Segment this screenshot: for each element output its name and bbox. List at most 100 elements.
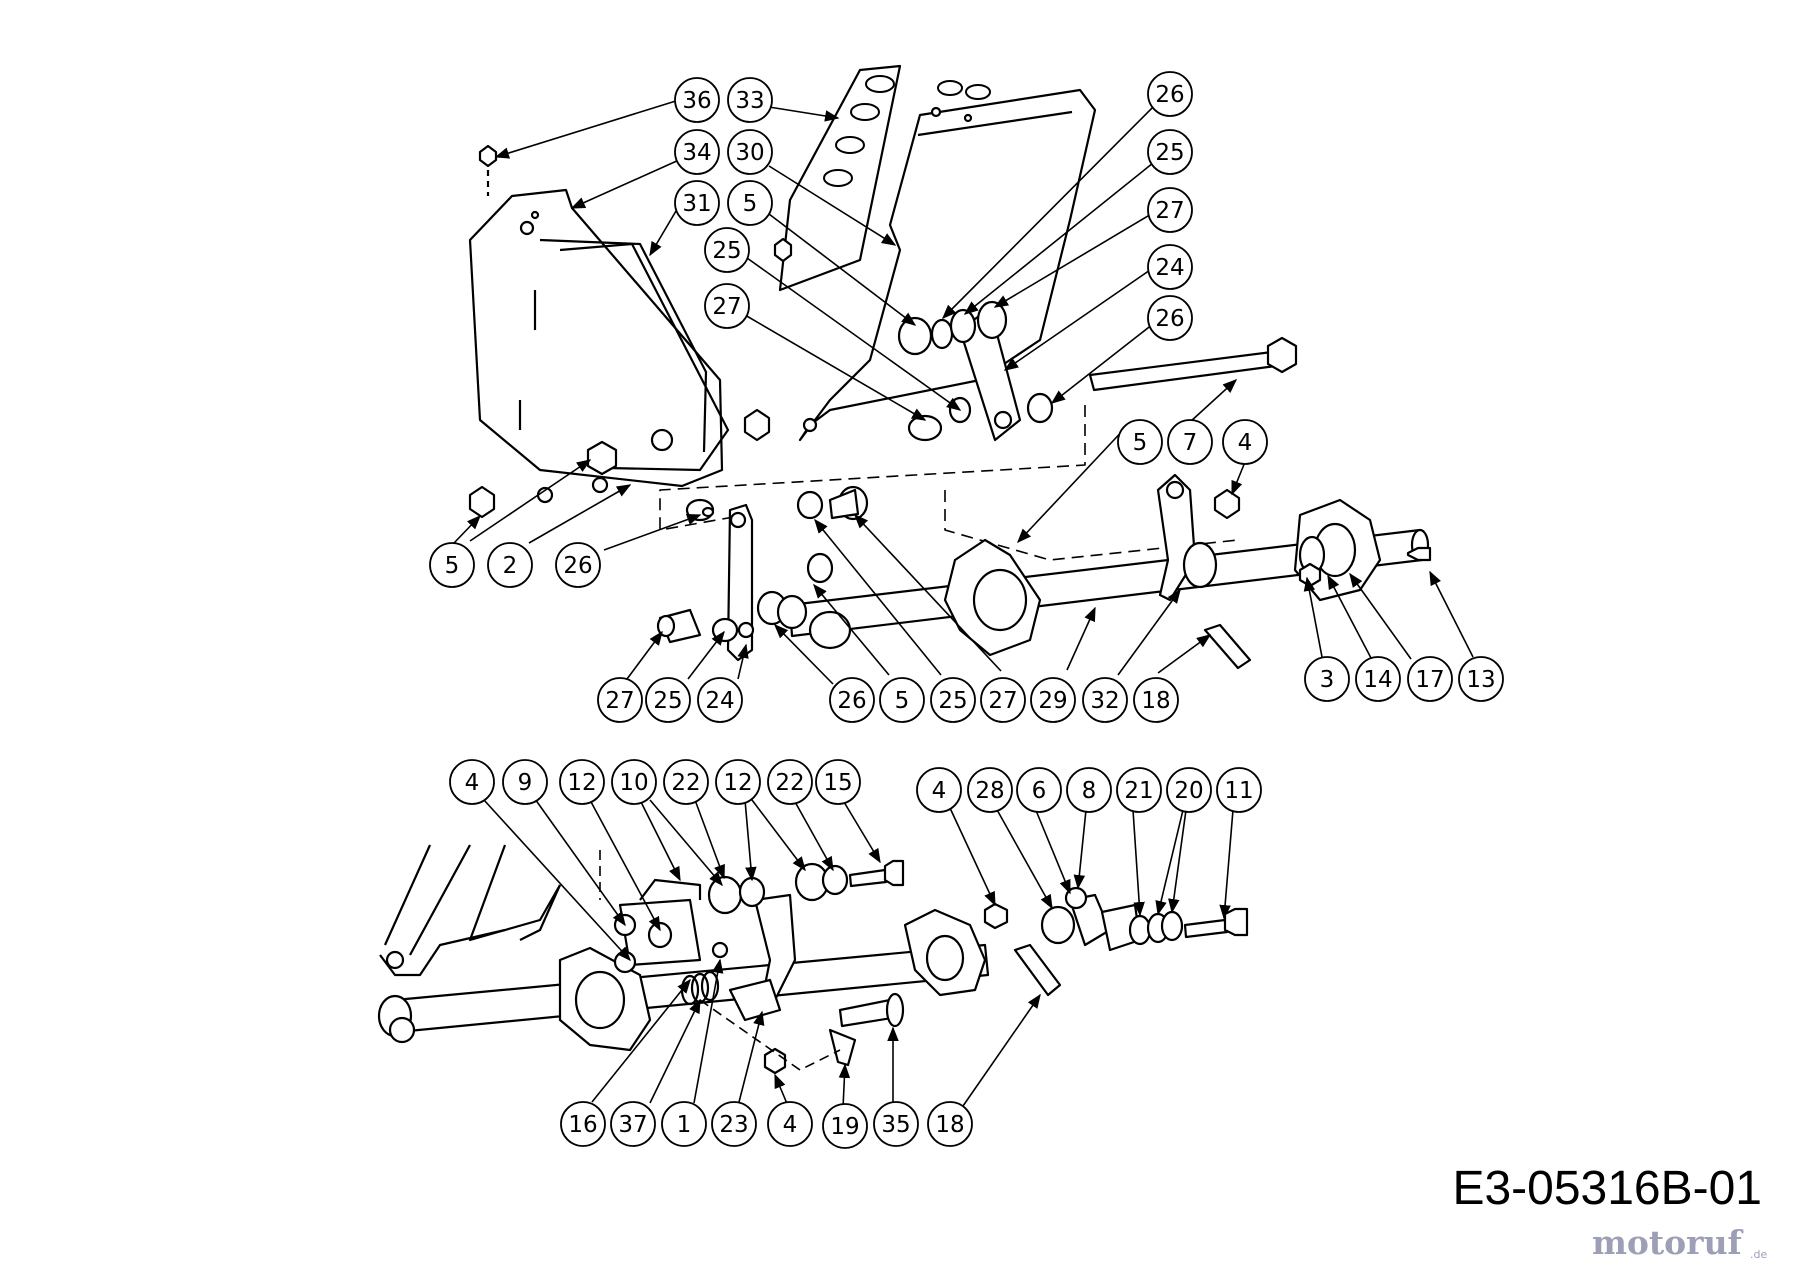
- callout-circle: [1030, 677, 1076, 723]
- callout-lower-8: 8: [1066, 767, 1112, 813]
- callout-circle: [674, 180, 720, 226]
- callout-lower-6: 6: [1016, 767, 1062, 813]
- watermark-text: motoruf: [1592, 1223, 1744, 1262]
- callout-number: 32: [1090, 688, 1119, 714]
- callout-circle: [916, 767, 962, 813]
- callout-circle: [1133, 677, 1179, 723]
- callout-circle: [661, 1101, 707, 1147]
- callout-circle: [559, 759, 605, 805]
- callout-number: 31: [682, 191, 711, 217]
- callout-circle: [767, 759, 813, 805]
- callout-circle: [927, 1101, 973, 1147]
- callout-number: 15: [823, 770, 852, 796]
- lower-assembly-drawing: [377, 844, 1249, 1075]
- callout-circle: [715, 759, 761, 805]
- callout-number: 29: [1038, 688, 1067, 714]
- callout-circle: [1147, 295, 1193, 341]
- callout-number: 4: [465, 770, 480, 796]
- callout-circle: [1167, 419, 1213, 465]
- callout-number: 24: [705, 688, 734, 714]
- callout-upper-25: 25: [704, 227, 750, 273]
- callout-number: 21: [1124, 778, 1153, 804]
- callout-upper-27: 27: [597, 677, 643, 723]
- callout-number: 5: [743, 191, 758, 217]
- callout-number: 37: [618, 1112, 647, 1138]
- upper-leader-lines: [453, 99, 1474, 685]
- watermark-suffix: .de: [1750, 1248, 1767, 1261]
- callout-upper-27: 27: [980, 677, 1026, 723]
- callout-upper-32: 32: [1082, 677, 1128, 723]
- callout-upper-36: 36: [674, 77, 720, 123]
- callout-lower-10: 10: [611, 759, 657, 805]
- callout-circle: [1116, 767, 1162, 813]
- callout-number: 12: [723, 770, 752, 796]
- callout-number: 7: [1183, 430, 1198, 456]
- callout-number: 33: [735, 88, 764, 114]
- callout-number: 36: [682, 88, 711, 114]
- callout-lower-21: 21: [1116, 767, 1162, 813]
- callout-number: 2: [503, 553, 518, 579]
- callout-number: 10: [619, 770, 648, 796]
- callout-number: 5: [1133, 430, 1148, 456]
- long-bolt: [1088, 350, 1278, 392]
- callout-circle: [980, 677, 1026, 723]
- callout-upper-29: 29: [1030, 677, 1076, 723]
- callout-number: 25: [1155, 140, 1184, 166]
- callout-number: 6: [1032, 778, 1047, 804]
- callout-number: 22: [671, 770, 700, 796]
- callout-upper-33: 33: [727, 77, 773, 123]
- callout-lower-37: 37: [610, 1101, 656, 1147]
- callout-circle: [727, 77, 773, 123]
- callout-lower-4: 4: [916, 767, 962, 813]
- callout-number: 16: [568, 1112, 597, 1138]
- callout-lower-11: 11: [1216, 767, 1262, 813]
- callout-upper-13: 13: [1458, 656, 1504, 702]
- callout-circle: [1016, 767, 1062, 813]
- callout-number: 25: [712, 238, 741, 264]
- callout-lower-16: 16: [560, 1101, 606, 1147]
- callout-lower-15: 15: [815, 759, 861, 805]
- callout-number: 27: [712, 294, 741, 320]
- upper-assembly-drawing: [468, 64, 1432, 670]
- callout-circle: [1222, 419, 1268, 465]
- callout-circle: [611, 759, 657, 805]
- callout-lower-4: 4: [449, 759, 495, 805]
- callout-number: 26: [563, 553, 592, 579]
- callout-circle: [1147, 129, 1193, 175]
- callout-upper-26: 26: [555, 542, 601, 588]
- callout-circle: [930, 677, 976, 723]
- callout-circle: [560, 1101, 606, 1147]
- callout-circle: [1304, 656, 1350, 702]
- callout-circle: [727, 180, 773, 226]
- callout-circle: [822, 1103, 868, 1149]
- callout-circle: [1066, 767, 1112, 813]
- callout-lower-22: 22: [767, 759, 813, 805]
- callout-number: 5: [445, 553, 460, 579]
- callout-number: 22: [775, 770, 804, 796]
- callout-upper-25: 25: [645, 677, 691, 723]
- callout-circle: [727, 129, 773, 175]
- callout-circle: [1147, 187, 1193, 233]
- callout-number: 4: [932, 778, 947, 804]
- callout-lower-35: 35: [873, 1101, 919, 1147]
- callout-upper-5: 5: [879, 677, 925, 723]
- callout-upper-27: 27: [1147, 187, 1193, 233]
- callout-circle: [815, 759, 861, 805]
- callout-circle: [1166, 767, 1212, 813]
- callout-number: 34: [682, 140, 711, 166]
- callout-number: 14: [1363, 667, 1392, 693]
- callout-number: 18: [1141, 688, 1170, 714]
- callout-circle: [1216, 767, 1262, 813]
- callout-number: 26: [837, 688, 866, 714]
- callout-circle: [1407, 656, 1453, 702]
- callout-number: 4: [783, 1112, 798, 1138]
- callout-upper-5: 5: [1117, 419, 1163, 465]
- callout-lower-4: 4: [767, 1101, 813, 1147]
- callout-number: 19: [830, 1114, 859, 1140]
- callout-upper-30: 30: [727, 129, 773, 175]
- callout-upper-7: 7: [1167, 419, 1213, 465]
- callout-number: 20: [1174, 778, 1203, 804]
- pedal-plate: [798, 88, 1097, 442]
- callout-circle: [645, 677, 691, 723]
